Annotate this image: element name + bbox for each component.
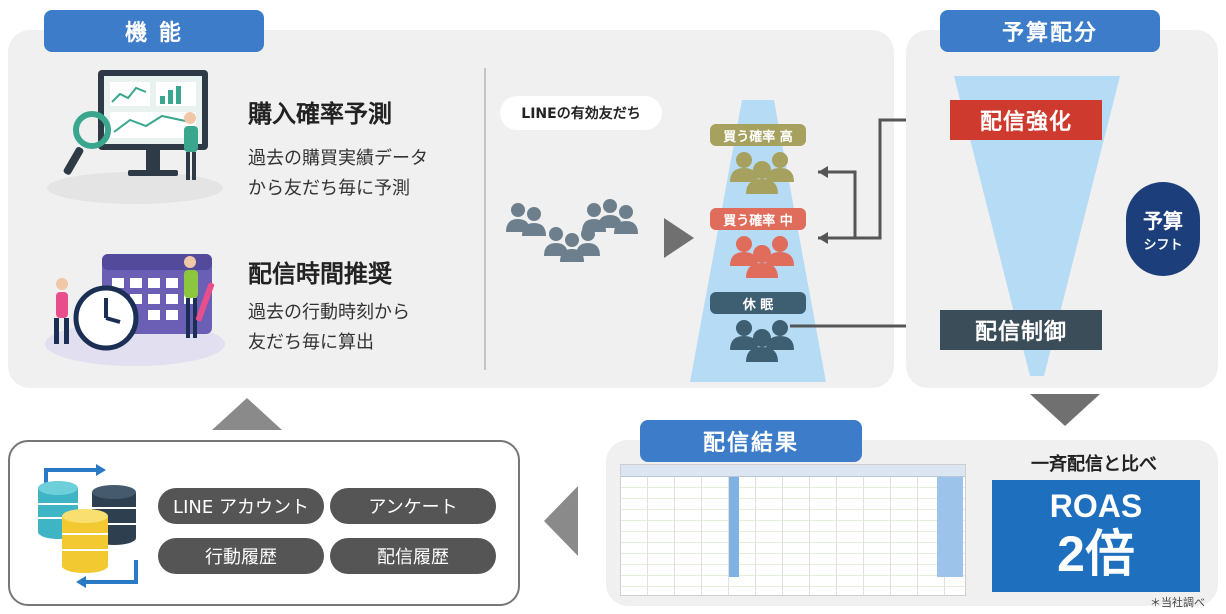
roas-label: ROAS: [1049, 488, 1143, 524]
feature-desc-send-time-line2: 友だち毎に算出: [248, 332, 374, 353]
segment-label-medium: 買う確率 中: [710, 208, 806, 230]
database-sync-icon: [38, 464, 138, 588]
friends-group-icon: [506, 199, 638, 262]
delivery-control-box: 配信制御: [940, 310, 1102, 350]
medium-probability-people-icon: [730, 236, 794, 278]
up-arrow-icon: [212, 398, 282, 430]
feature-desc-purchase-line2: から友だち毎に予測: [248, 178, 410, 199]
left-arrow-icon: [544, 486, 578, 556]
data-tag-behavior-history: 行動履歴: [158, 538, 324, 574]
flow-arrow-right-icon: [664, 218, 694, 258]
features-divider: [484, 68, 486, 370]
spreadsheet-body: [621, 477, 965, 595]
down-arrow-icon: [1030, 394, 1100, 426]
roas-box: ROAS 2倍: [992, 480, 1200, 592]
survey-footnote: ＊当社調べ: [1150, 596, 1205, 609]
spreadsheet-highlight-column-1: [729, 477, 739, 577]
roas-multiplier: 2倍: [1057, 526, 1135, 582]
analytics-monitor-illustration: [47, 70, 223, 204]
feature-title-purchase-prediction: 購入確率予測: [248, 100, 392, 128]
budget-shift-line1: 予算: [1143, 209, 1183, 233]
results-section-title: 配信結果: [640, 420, 862, 462]
data-tag-line-account: LINE アカウント: [158, 488, 324, 524]
feature-title-send-time: 配信時間推奨: [248, 260, 392, 288]
comparison-label: 一斉配信と比べ: [1031, 454, 1157, 475]
segment-label-dormant: 休 眠: [710, 292, 806, 314]
results-spreadsheet-thumbnail: [620, 464, 966, 596]
budget-shift-line2: シフト: [1143, 238, 1183, 253]
data-tag-delivery-history: 配信履歴: [330, 538, 496, 574]
feature-desc-send-time-line1: 過去の行動時刻から: [248, 302, 410, 323]
dormant-people-icon: [730, 320, 794, 362]
delivery-boost-box: 配信強化: [950, 100, 1102, 140]
spreadsheet-header-row: [621, 465, 965, 477]
spreadsheet-grid: [621, 477, 965, 595]
high-probability-people-icon: [730, 152, 794, 194]
line-friends-label: LINEの有効友だち: [500, 96, 662, 130]
features-section-title: 機 能: [44, 10, 264, 52]
spreadsheet-highlight-column-2: [937, 477, 963, 577]
budget-shift-badge: 予算 シフト: [1126, 182, 1200, 276]
calendar-clock-illustration: [45, 254, 225, 366]
feature-desc-purchase-line1: 過去の購買実績データ: [248, 148, 428, 169]
budget-funnel-shape: [954, 76, 1120, 376]
segment-label-high: 買う確率 高: [710, 124, 806, 146]
budget-section-title: 予算配分: [940, 10, 1160, 52]
data-tag-survey: アンケート: [330, 488, 496, 524]
